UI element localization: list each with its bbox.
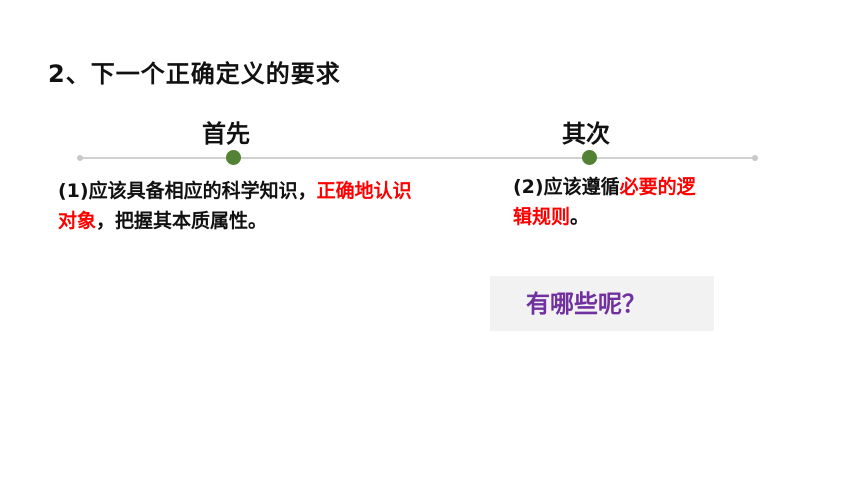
requirement-first-highlight: 正确地认识对象 bbox=[58, 180, 412, 232]
requirement-second-end: 。 bbox=[570, 206, 590, 228]
stage-label-second: 其次 bbox=[562, 120, 610, 148]
requirement-text-first: (1)应该具备相应的科学知识，正确地认识对象，把握其本质属性。 bbox=[58, 176, 426, 236]
requirement-text-second: (2)应该遵循必要的逻辑规则。 bbox=[513, 172, 703, 232]
requirement-first-start: (1)应该具备相应的科学知识， bbox=[58, 180, 317, 202]
timeline-start-dot bbox=[77, 155, 83, 161]
requirement-first-end: ，把握其本质属性。 bbox=[96, 210, 268, 232]
requirement-second-highlight: 必要的逻辑规则 bbox=[513, 176, 696, 228]
requirement-second-start: (2)应该遵循 bbox=[513, 176, 620, 198]
question-text: 有哪些呢？ bbox=[526, 290, 646, 318]
slide-title: 2、下一个正确定义的要求 bbox=[48, 60, 341, 88]
timeline-node-second bbox=[582, 150, 597, 165]
stage-label-first: 首先 bbox=[202, 120, 250, 148]
timeline-line bbox=[80, 157, 756, 159]
timeline-end-dot bbox=[752, 155, 758, 161]
question-box: 有哪些呢？ bbox=[490, 276, 714, 331]
timeline-node-first bbox=[226, 150, 241, 165]
